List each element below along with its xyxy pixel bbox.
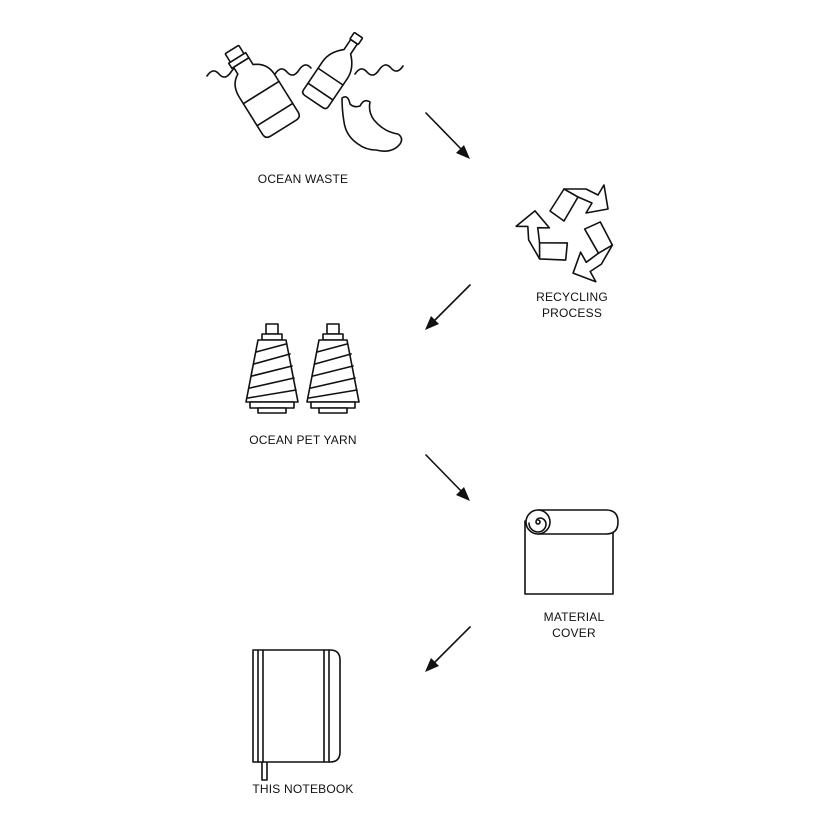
arrow-down-left <box>425 284 471 330</box>
notebook-icon <box>252 649 341 781</box>
arrow-down-right <box>425 112 470 159</box>
ocean-waste-icon <box>206 31 404 152</box>
arrow-down-right <box>425 454 470 501</box>
step-label-ocean-waste: OCEAN WASTE <box>257 172 349 186</box>
step-label-this-notebook: THIS NOTEBOOK <box>252 782 354 796</box>
step-label-recycling-process: RECYCLING PROCESS <box>536 290 608 320</box>
recycle-icon <box>513 184 624 286</box>
arrow-down-left <box>425 626 471 672</box>
yarn-spools-icon <box>245 323 360 414</box>
step-label-material-cover: MATERIAL COVER <box>543 610 605 640</box>
fabric-roll-icon <box>524 509 619 595</box>
step-label-ocean-pet-yarn: OCEAN PET YARN <box>249 433 357 447</box>
